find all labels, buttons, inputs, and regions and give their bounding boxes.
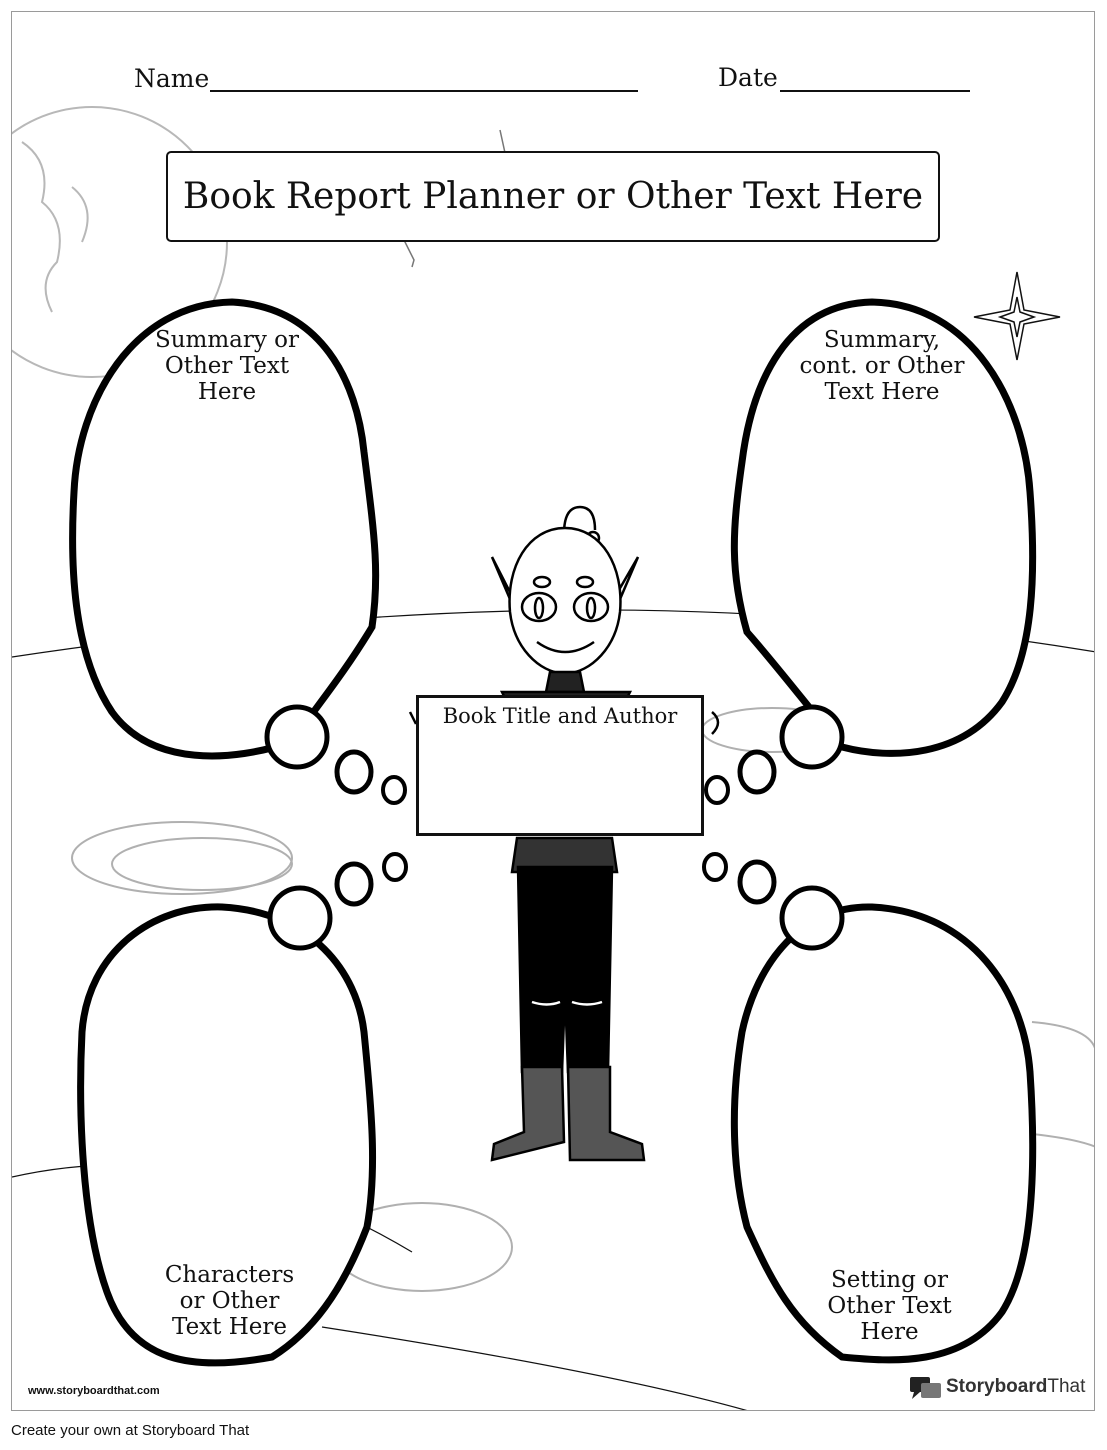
name-field-line[interactable] (210, 90, 638, 92)
storyboardthat-logo: StoryboardThat (909, 1374, 1089, 1402)
logo-word-that: That (1047, 1376, 1086, 1397)
footer-caption[interactable]: Create your own at Storyboard That (11, 1422, 250, 1439)
date-field-line[interactable] (780, 90, 970, 92)
thought-bubble-bottom-right (702, 852, 1037, 1364)
logo-word-storyboard: Storyboard (946, 1376, 1048, 1397)
logo-wordmark: StoryboardThat (946, 1376, 1085, 1398)
thought-bubble-top-right (704, 298, 1037, 805)
page-title: Book Report Planner or Other Text Here (182, 176, 924, 217)
setting-text: Setting or Other Text Here (827, 1267, 952, 1345)
summary-text: Summary or Other Text Here (154, 327, 300, 405)
background-art (12, 106, 1094, 1410)
setting-label: Setting or Other Text Here (807, 1267, 972, 1345)
book-title-sign[interactable]: Book Title and Author (416, 695, 704, 836)
speech-bubbles-icon (910, 1377, 941, 1399)
date-label: Date (718, 63, 778, 92)
thought-bubble-bottom-left (77, 852, 408, 1367)
summary-continued-text: Summary, cont. or Other Text Here (799, 327, 965, 405)
characters-label: Characters or Other Text Here (142, 1262, 317, 1340)
summary-continued-label: Summary, cont. or Other Text Here (787, 327, 977, 405)
name-label: Name (134, 64, 210, 93)
book-title-label: Book Title and Author (442, 704, 678, 728)
storyboardthat-url: www.storyboardthat.com (28, 1385, 160, 1397)
characters-text: Characters or Other Text Here (164, 1262, 295, 1340)
title-box[interactable]: Book Report Planner or Other Text Here (166, 151, 940, 242)
summary-label: Summary or Other Text Here (132, 327, 322, 405)
thought-bubble-top-left (69, 298, 407, 805)
worksheet-page: Name Date Book Report Planner or Other T… (11, 11, 1095, 1411)
planet-illustration (12, 106, 228, 378)
